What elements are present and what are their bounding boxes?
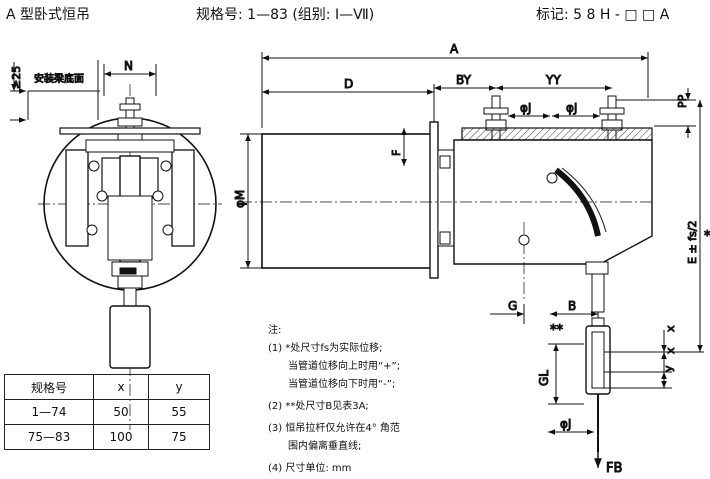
dim-y-label: y — [662, 365, 675, 372]
dim-b-label: B — [568, 299, 576, 313]
dim-n-label: N — [124, 59, 133, 73]
table-header-x: x — [93, 374, 149, 400]
table-cell: 75 — [148, 424, 210, 450]
table-cell: 75—83 — [4, 424, 94, 450]
note-3b: 围内偏离垂直线; — [288, 441, 362, 452]
dim-f-label: F — [390, 150, 403, 156]
note-4: (4) 尺寸单位: mm — [268, 463, 352, 474]
star-mark: * — [704, 229, 710, 244]
note-1b: 当管道位移向上时用“+”; — [288, 361, 401, 372]
title: A 型卧式恒吊 — [6, 7, 91, 23]
dim-gl-label: GL — [537, 370, 551, 386]
end-view — [10, 60, 222, 430]
dim-x2-label: x — [664, 347, 677, 354]
table-cell: 55 — [148, 399, 210, 425]
dim-a-label: A — [450, 42, 459, 56]
marking: 标记: 5 8 H - □ □ A — [536, 7, 670, 23]
table-row: 75—83 100 75 — [4, 424, 210, 450]
phi-j-bottom-label: φJ — [560, 417, 571, 431]
mount-face-label: 安装梁底面 — [34, 72, 84, 85]
size-table: 规格号 x y 1—74 50 55 75—83 100 75 — [4, 374, 210, 450]
note-3a: (3) 恒吊拉杆仅允许在4° 角范 — [268, 423, 400, 434]
table-header-row: 规格号 x y — [4, 374, 210, 400]
dim-g-label: G — [508, 299, 517, 313]
table-cell: 50 — [93, 399, 149, 425]
dim-x1-label: x — [664, 325, 677, 332]
dim-e-label: E ± fs/2 — [686, 221, 699, 264]
table-row: 1—74 50 55 — [4, 399, 210, 425]
note-2: (2) **处尺寸B见表3A; — [268, 401, 369, 412]
double-star-mark: ** — [550, 323, 564, 338]
phi-j-top-2-label: φJ — [566, 101, 577, 115]
table-header-y: y — [148, 374, 210, 400]
dim-by-label: BY — [456, 73, 472, 87]
spec-number: 规格号: 1—83 (组别: Ⅰ—Ⅶ) — [196, 7, 375, 23]
dim-pp-label: PP — [676, 94, 689, 108]
dim-yy-label: YY — [545, 73, 561, 87]
min-25-label: ≥25 — [10, 66, 23, 89]
dim-d-label: D — [344, 77, 353, 91]
phi-j-top-1-label: φJ — [520, 101, 531, 115]
table-cell: 100 — [93, 424, 149, 450]
table-header-spec: 规格号 — [4, 374, 94, 400]
notes-title: 注: — [268, 325, 282, 336]
dim-phi-m-label: φM — [233, 190, 247, 208]
fb-label: FB — [606, 461, 622, 476]
note-1a: (1) *处尺寸fs为实际位移; — [268, 343, 383, 354]
table-cell: 1—74 — [4, 399, 94, 425]
note-1c: 当管道位移向下时用“-”; — [288, 379, 396, 390]
side-view — [240, 52, 704, 468]
